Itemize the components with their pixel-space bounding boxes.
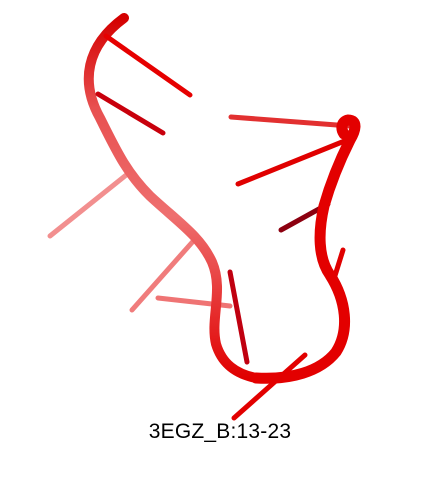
base-stick: [47, 169, 133, 239]
base-stick: [95, 91, 166, 136]
base-stick: [103, 33, 193, 98]
base-stick: [231, 352, 308, 421]
base-stick: [235, 137, 350, 187]
backbone-back-segment: [83, 13, 261, 383]
base-stick: [228, 114, 353, 129]
base-stick: [227, 269, 250, 365]
backbone-front-segment: [250, 114, 361, 384]
base-sticks-front: [95, 33, 353, 365]
structure-caption: 3EGZ_B:13-23: [148, 420, 292, 443]
base-stick: [129, 235, 199, 313]
